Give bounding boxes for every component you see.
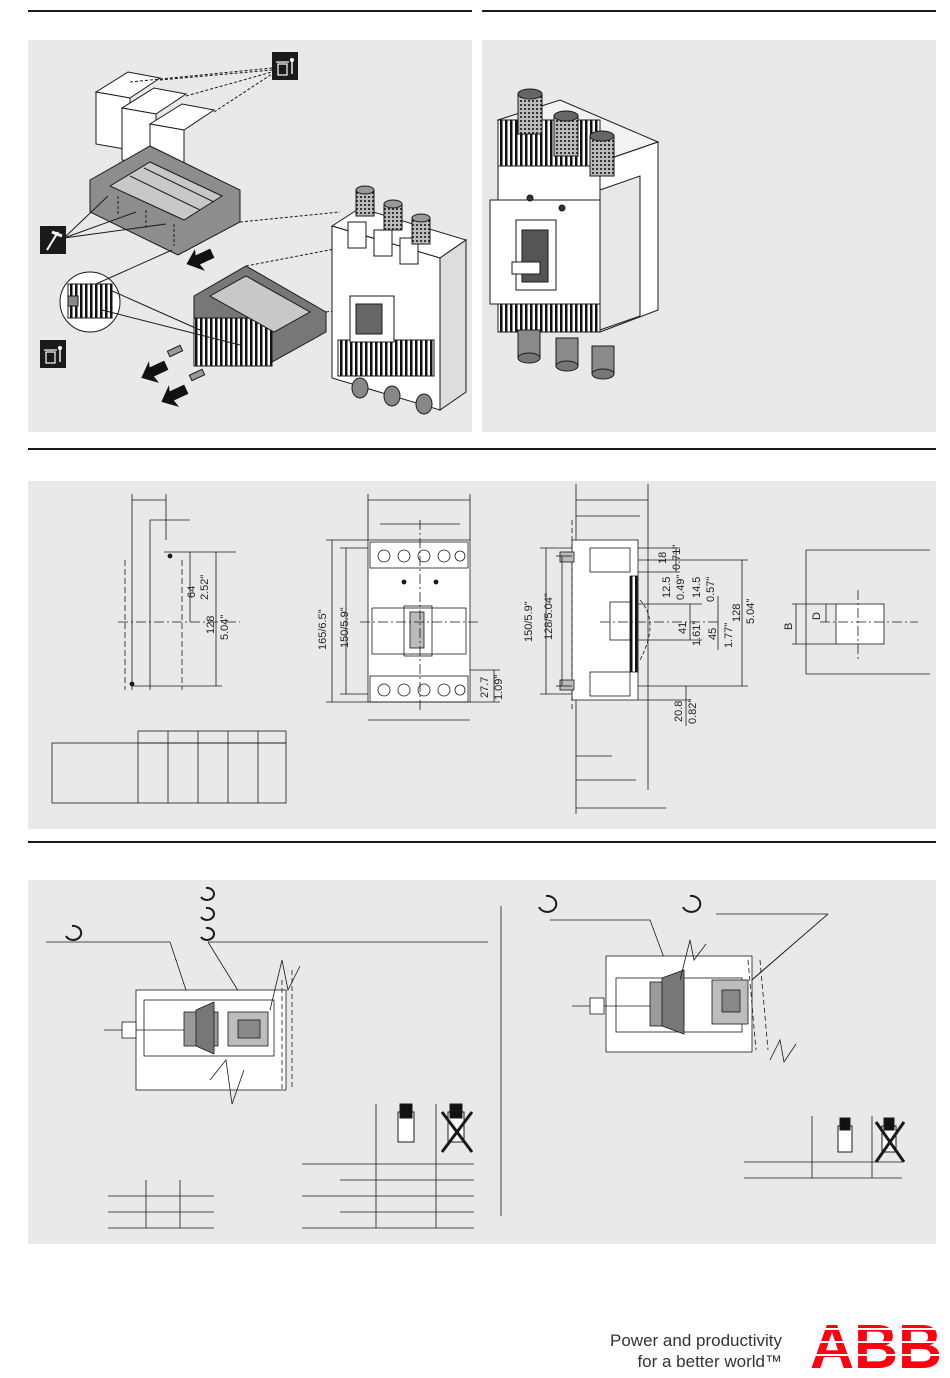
dim-1-77-in: 1.77"	[723, 623, 735, 648]
slogan-line-1: Power and productivity	[610, 1330, 782, 1351]
dim-20-8: 20.8	[673, 701, 685, 722]
dim-14-5: 14.5	[691, 577, 703, 598]
slogan-line-2: for a better world™	[610, 1351, 782, 1372]
terminal-detail-right	[550, 914, 828, 1062]
dim-5-04-in-side: 5.04"	[745, 599, 757, 624]
dimension-table	[52, 731, 286, 803]
abb-logo: ABB	[810, 1316, 942, 1372]
assembled-circuit-breaker	[490, 89, 658, 379]
dim-45: 45	[707, 628, 719, 640]
dim-B: B	[783, 623, 795, 630]
side-view	[540, 484, 748, 814]
phase-separator-upper	[90, 146, 240, 255]
cable-ok-icon	[398, 1104, 414, 1142]
dim-12-5: 12.5	[661, 577, 673, 598]
hammer-icon	[40, 226, 66, 254]
cable-not-allowed-icon	[876, 1118, 904, 1162]
dim-0-82-in: 0.82"	[687, 699, 699, 724]
brand-slogan: Power and productivity for a better worl…	[610, 1330, 782, 1372]
dim-41: 41	[677, 622, 689, 634]
dim-1-09-in: 1.09"	[493, 675, 505, 700]
panel-cutout-view	[792, 550, 930, 674]
dim-0-49-in: 0.49"	[675, 575, 687, 600]
phase-separator-lower	[194, 266, 326, 366]
conductor-table-left	[108, 1104, 474, 1228]
trash-bin-icon	[272, 52, 298, 80]
abb-logo-text: ABB	[810, 1316, 942, 1372]
insert-arrow-screw2	[156, 379, 192, 413]
dim-128: 128	[205, 616, 217, 634]
dim-0-71-in: 0.71"	[671, 545, 683, 570]
dim-D: D	[811, 612, 823, 620]
dim-2-52-in: 2.52"	[199, 575, 211, 600]
dim-18: 18	[657, 552, 669, 564]
dim-64: 64	[186, 586, 198, 598]
dim-5-04-in: 5.04"	[219, 615, 231, 640]
dim-165-6-5: 165/6.5"	[317, 609, 329, 650]
terminal-detail-left	[46, 942, 488, 1104]
dim-128-side: 128	[731, 604, 743, 622]
dim-150-5-9-side: 150/5.9"	[523, 601, 535, 642]
dim-1-61-in: 1.61"	[691, 621, 703, 646]
circuit-breaker-exploded	[332, 186, 466, 414]
dim-128-5-04: 128/5.04"	[543, 593, 555, 640]
cable-ok-icon	[838, 1118, 852, 1152]
torque-arrow-icon	[66, 888, 700, 940]
front-view	[326, 494, 500, 720]
drilling-template-view	[118, 494, 240, 690]
dim-150-5-9: 150/5.9"	[339, 607, 351, 648]
insert-arrow-screw1	[136, 355, 172, 389]
exploded-assembly	[60, 68, 466, 414]
dim-0-57-in: 0.57"	[705, 577, 717, 602]
trash-bin-icon	[40, 340, 66, 368]
cable-not-allowed-icon	[442, 1104, 472, 1152]
dim-27-7: 27.7	[479, 677, 491, 698]
